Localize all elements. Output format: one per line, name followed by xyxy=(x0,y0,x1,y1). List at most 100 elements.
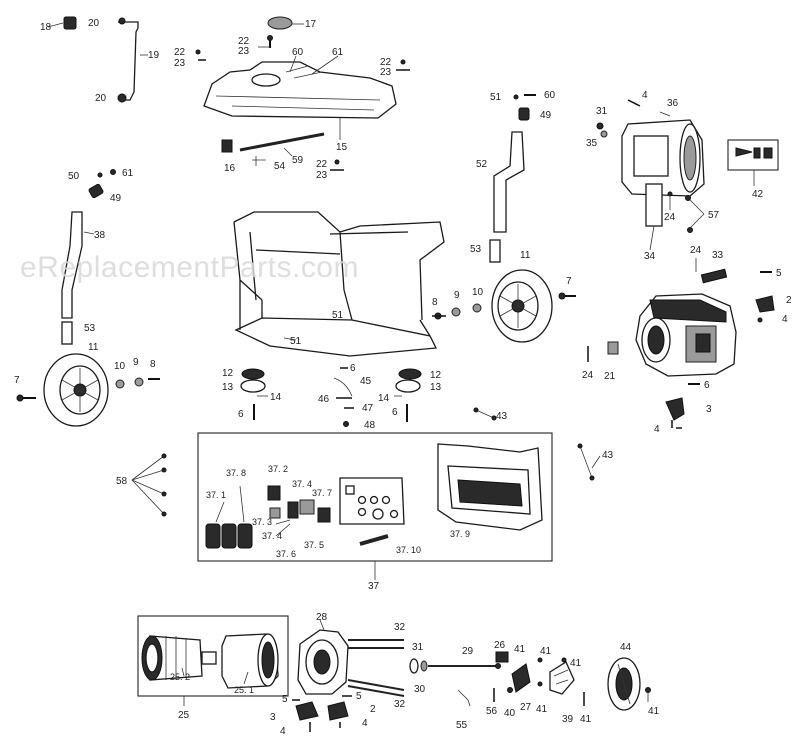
callout-28: 28 xyxy=(316,612,328,623)
foot-13-right xyxy=(395,379,421,393)
callout-43-a: 43 xyxy=(496,411,508,422)
callout-4-c: 4 xyxy=(654,424,660,435)
spacer-53 xyxy=(61,321,73,345)
callout-49-b: 49 xyxy=(540,110,552,121)
callout-10-a: 10 xyxy=(114,361,126,372)
part-27 xyxy=(511,663,531,693)
callout-27: 27 xyxy=(520,702,532,713)
rear-housing-28 xyxy=(292,619,405,732)
callout-51-a: 51 xyxy=(290,336,302,347)
callout-37-3: 37. 3 xyxy=(252,517,272,527)
callout-6-a: 6 xyxy=(238,409,244,420)
handle-tube-52 xyxy=(493,131,525,233)
callout-37-4-b: 37. 4 xyxy=(262,531,282,541)
control-panel-kit xyxy=(197,432,553,580)
callout-4-b: 4 xyxy=(782,314,788,325)
callout-30: 30 xyxy=(414,684,426,695)
callout-18: 18 xyxy=(40,22,52,33)
mount-3-left xyxy=(295,701,319,721)
handle-assembly xyxy=(47,16,148,103)
callout-7-a: 7 xyxy=(14,375,20,386)
callout-37-7: 37. 7 xyxy=(312,488,332,498)
spacer-53-right xyxy=(489,239,501,263)
callout-16: 16 xyxy=(224,163,236,174)
shaft-parts xyxy=(409,651,651,711)
fuel-tank-body-15 xyxy=(203,61,397,119)
callout-32-a: 32 xyxy=(394,622,406,633)
callout-53-a: 53 xyxy=(84,323,96,334)
part-26 xyxy=(495,651,509,663)
handle-cap-49-right xyxy=(518,107,530,121)
frame-feet xyxy=(240,367,422,427)
callout-59: 59 xyxy=(292,155,304,166)
callout-15: 15 xyxy=(336,142,348,153)
callout-38: 38 xyxy=(94,230,106,241)
callout-50: 50 xyxy=(68,171,80,182)
callout-61-a: 61 xyxy=(332,47,344,58)
callout-51-b: 51 xyxy=(332,310,344,321)
part-42-kit xyxy=(727,139,779,186)
callout-23-b: 23 xyxy=(174,58,186,69)
right-handle-wheel xyxy=(432,94,576,343)
callout-49-a: 49 xyxy=(110,193,122,204)
watermark-text: eReplacementParts.com xyxy=(20,251,359,284)
callout-25: 25 xyxy=(178,710,190,721)
callout-6-c: 6 xyxy=(392,407,398,418)
callout-54: 54 xyxy=(274,161,286,172)
handle-grip-18 xyxy=(63,16,77,30)
engine-mount-3 xyxy=(665,397,685,421)
callout-47: 47 xyxy=(362,403,374,414)
callout-11-a: 11 xyxy=(88,342,99,353)
callout-48: 48 xyxy=(364,420,376,431)
callout-17: 17 xyxy=(305,19,317,30)
callout-13-a: 13 xyxy=(222,382,234,393)
callout-6-d: 6 xyxy=(704,380,710,391)
left-handle-wheel xyxy=(16,169,160,427)
callout-41-a: 41 xyxy=(514,644,526,655)
callout-labels: 18 20 19 20 17 22 23 22 23 60 61 22 23 1… xyxy=(14,18,792,737)
callout-41-e: 41 xyxy=(580,714,592,725)
callout-53-b: 53 xyxy=(470,244,482,255)
callout-4-e: 4 xyxy=(362,718,368,729)
callout-37-4-a: 37. 4 xyxy=(292,479,312,489)
foot-12-right xyxy=(398,368,422,380)
callout-29: 29 xyxy=(462,646,474,657)
callout-14-b: 14 xyxy=(378,393,390,404)
callout-52: 52 xyxy=(476,159,488,170)
callout-22-c: 22 xyxy=(380,57,392,68)
callout-46: 46 xyxy=(318,394,330,405)
callout-57: 57 xyxy=(708,210,720,221)
part-21 xyxy=(607,341,619,355)
callout-11-b: 11 xyxy=(520,250,531,261)
callout-23-a: 23 xyxy=(238,46,250,57)
callout-45: 45 xyxy=(360,376,372,387)
callout-37: 37 xyxy=(368,581,380,592)
callout-7-b: 7 xyxy=(566,276,572,287)
callout-4-a: 4 xyxy=(642,90,648,101)
ground-wires-43 xyxy=(473,407,601,481)
callout-22-b: 22 xyxy=(174,47,186,58)
bracket-34 xyxy=(645,183,663,227)
callout-21: 21 xyxy=(604,371,616,382)
callout-19: 19 xyxy=(148,50,160,61)
callout-6-b: 6 xyxy=(350,363,356,374)
callout-39: 39 xyxy=(562,714,574,725)
bracket-2 xyxy=(755,295,775,313)
callout-2-a: 2 xyxy=(786,295,792,306)
wire-harness-58 xyxy=(131,453,167,517)
callout-12-b: 12 xyxy=(430,370,442,381)
callout-25-1: 25. 1 xyxy=(234,685,254,695)
alternator-kit xyxy=(137,615,289,706)
callout-51-c: 51 xyxy=(490,92,502,103)
callout-20-bottom: 20 xyxy=(95,93,107,104)
callout-33: 33 xyxy=(712,250,724,261)
part-42-box xyxy=(727,139,779,171)
callout-32-b: 32 xyxy=(394,699,406,710)
handle-tube-38 xyxy=(61,211,83,319)
callout-5-b: 5 xyxy=(282,694,288,705)
callout-5-a: 5 xyxy=(776,268,782,279)
callout-24-b: 24 xyxy=(690,245,702,256)
callout-37-8: 37. 8 xyxy=(226,468,246,478)
fuel-cap-17 xyxy=(267,16,293,30)
callout-2-b: 2 xyxy=(370,704,376,715)
